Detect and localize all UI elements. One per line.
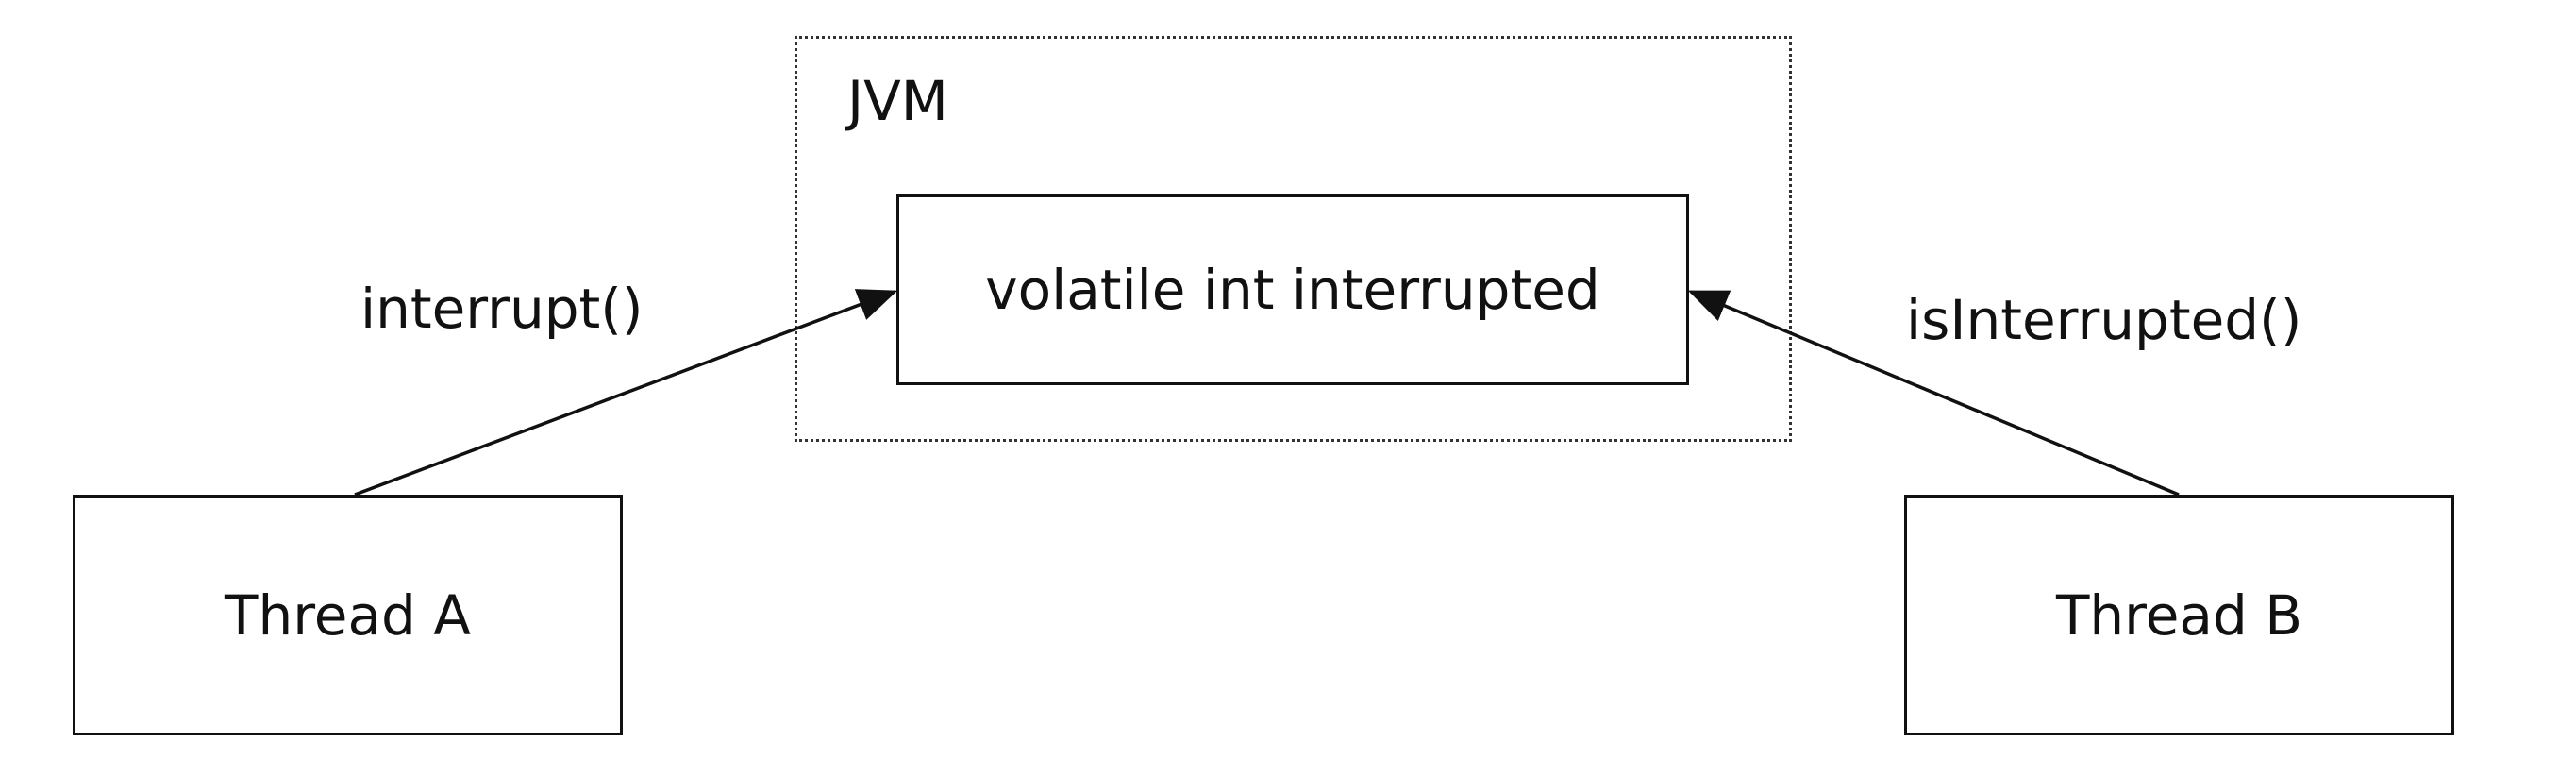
interrupted-flag-box: volatile int interrupted — [896, 194, 1689, 385]
jvm-region — [795, 36, 1792, 442]
thread-b-box: Thread B — [1904, 495, 2454, 735]
is-interrupted-call-label: isInterrupted() — [1906, 288, 2302, 352]
interrupt-call-label: interrupt() — [360, 277, 644, 341]
thread-a-to-flag-arrow — [354, 289, 898, 497]
thread-b-to-flag-arrow — [1687, 290, 2180, 497]
thread-a-label: Thread A — [225, 582, 471, 648]
interrupted-flag-label: volatile int interrupted — [985, 258, 1600, 322]
thread-a-box: Thread A — [73, 495, 623, 735]
jvm-label: JVM — [847, 69, 948, 133]
thread-b-label: Thread B — [2055, 582, 2303, 648]
